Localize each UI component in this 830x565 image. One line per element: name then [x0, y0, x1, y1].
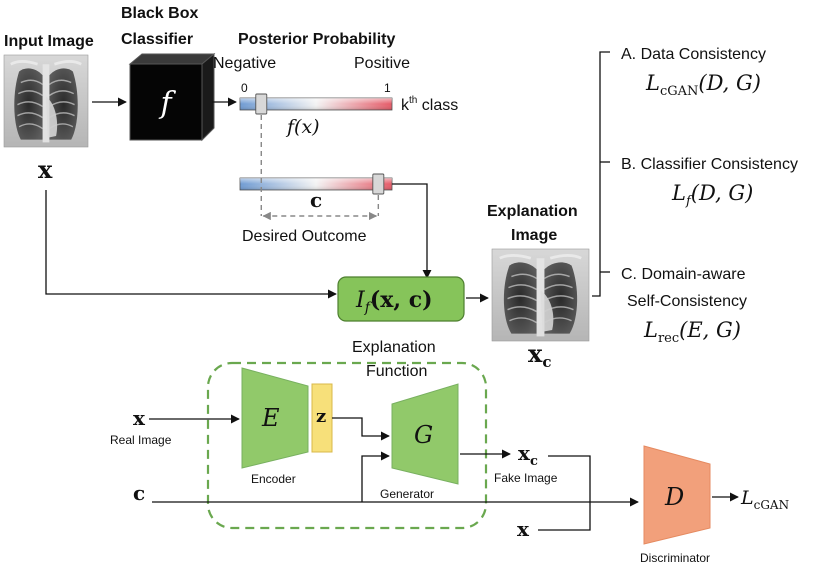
negative-label: Negative: [213, 55, 276, 72]
fx-probability-bar: [239, 97, 393, 111]
encoder-block: [241, 367, 309, 469]
generator-block: [391, 383, 459, 485]
encoder-caption: Encoder: [251, 472, 296, 486]
loss-a-title: A. Data Consistency: [621, 46, 766, 63]
explanation-xray-image: [490, 247, 591, 343]
scale-one-label: 1: [384, 81, 391, 95]
loss-a-formula: LcGAN(D, G): [645, 71, 761, 99]
input-xray-image: [2, 53, 90, 149]
generator-caption: Generator: [380, 487, 434, 501]
explanation-image-heading-line1: Explanation: [487, 203, 578, 220]
arrow-x-to-explanation-function: [45, 190, 337, 299]
explanation-image-heading-line2: Image: [511, 227, 557, 244]
discriminator-loss-formula: LcGAN: [740, 487, 789, 512]
c-slider-handle: [372, 173, 385, 195]
scale-zero-label: 0: [241, 81, 248, 95]
loss-bracket: [592, 51, 610, 297]
arrow-z-to-generator: [332, 417, 390, 441]
posterior-heading: Posterior Probability: [238, 31, 395, 48]
explanation-xc-symbol: xc: [528, 339, 551, 371]
c-bar-label: c: [310, 188, 322, 212]
encoder-e-symbol: E: [261, 404, 280, 432]
desired-outcome-label: Desired Outcome: [242, 228, 367, 245]
loss-c-title-line1: C. Domain-aware: [621, 266, 746, 283]
black-box-heading-line1: Black Box: [121, 5, 198, 22]
fake-xc-symbol: xc: [518, 441, 538, 469]
input-image-heading: Input Image: [4, 33, 94, 50]
real-image-x-symbol: x: [133, 406, 146, 430]
discriminator-block: [643, 445, 711, 545]
arrow-c-to-generator: [361, 451, 390, 502]
fake-image-caption: Fake Image: [494, 471, 558, 485]
fx-label: f(x): [285, 116, 320, 138]
loss-c-formula: Lrec(E, G): [643, 318, 741, 346]
arrow-c-to-explanation-function: [392, 183, 432, 279]
line-fake-to-discriminator: [548, 455, 591, 502]
real-x-bottom-symbol: x: [517, 517, 530, 541]
input-x-symbol: x: [38, 155, 53, 184]
loss-b-formula: Lf(D, G): [671, 181, 753, 209]
generator-g-symbol: G: [414, 421, 433, 449]
black-box-cube: [128, 52, 216, 142]
loss-b-title: B. Classifier Consistency: [621, 156, 798, 173]
explanation-function-formula: If(x, c): [355, 287, 433, 316]
loss-c-title-line2: Self-Consistency: [627, 293, 747, 310]
fx-slider-handle: [255, 93, 268, 115]
discriminator-caption: Discriminator: [640, 551, 710, 565]
c-input-symbol: c: [133, 481, 145, 505]
real-image-caption: Real Image: [110, 433, 172, 447]
kth-class-label: kth class: [401, 95, 458, 114]
latent-z-symbol: z: [316, 406, 326, 427]
c-target-bar: [239, 177, 393, 191]
discriminator-d-symbol: D: [664, 483, 684, 511]
explanation-function-caption-line1: Explanation: [352, 339, 436, 356]
explanation-function-caption-line2: Function: [366, 363, 427, 380]
black-box-heading-line2: Classifier: [121, 31, 193, 48]
explanation-function-box: [337, 276, 465, 322]
line-x-to-discriminator: [538, 502, 591, 531]
positive-label: Positive: [354, 55, 410, 72]
